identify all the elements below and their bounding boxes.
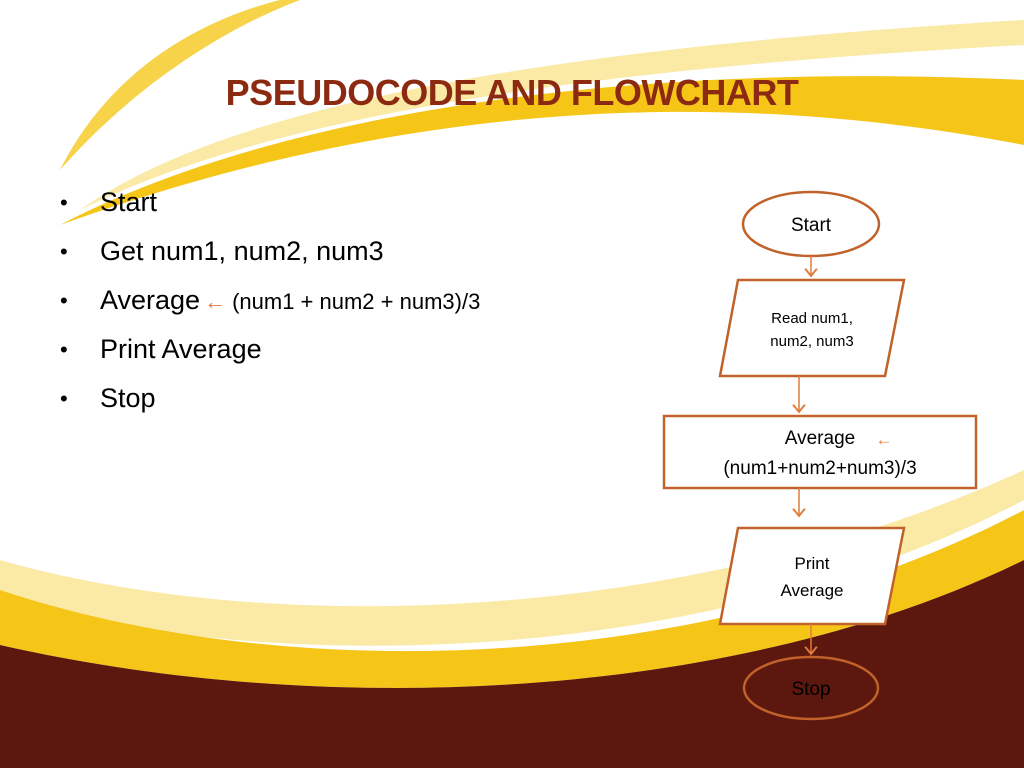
list-item-text: Average xyxy=(100,285,201,315)
list-item: • Get num1, num2, num3 xyxy=(58,227,480,276)
list-item: • Stop xyxy=(58,374,480,423)
list-item: • Print Average xyxy=(58,325,480,374)
slide-title: PSEUDOCODE AND FLOWCHART xyxy=(225,72,799,113)
bullet-dot-icon: • xyxy=(60,288,68,313)
list-item-text: Stop xyxy=(100,383,156,413)
bullet-dot-icon: • xyxy=(60,190,68,215)
bullet-dot-icon: • xyxy=(60,386,68,411)
list-item: • Start xyxy=(58,178,480,227)
average-expression: (num1 + num2 + num3)/3 xyxy=(232,289,481,314)
bottom-yellow-swoosh xyxy=(0,510,1024,688)
top-yellow-swoosh xyxy=(60,76,1024,225)
top-pale-swoosh xyxy=(80,20,1024,210)
list-item-text: Print Average xyxy=(100,334,262,364)
bullet-dot-icon: • xyxy=(60,239,68,264)
assign-arrow-icon: ← xyxy=(204,289,227,314)
list-item-text: Get num1, num2, num3 xyxy=(100,236,384,266)
bullet-dot-icon: • xyxy=(60,337,68,362)
list-item-text: Start xyxy=(100,187,158,217)
list-item: • Average←(num1 + num2 + num3)/3 xyxy=(58,276,480,325)
pseudocode-list: • Start • Get num1, num2, num3 • Average←(n… xyxy=(58,178,480,423)
